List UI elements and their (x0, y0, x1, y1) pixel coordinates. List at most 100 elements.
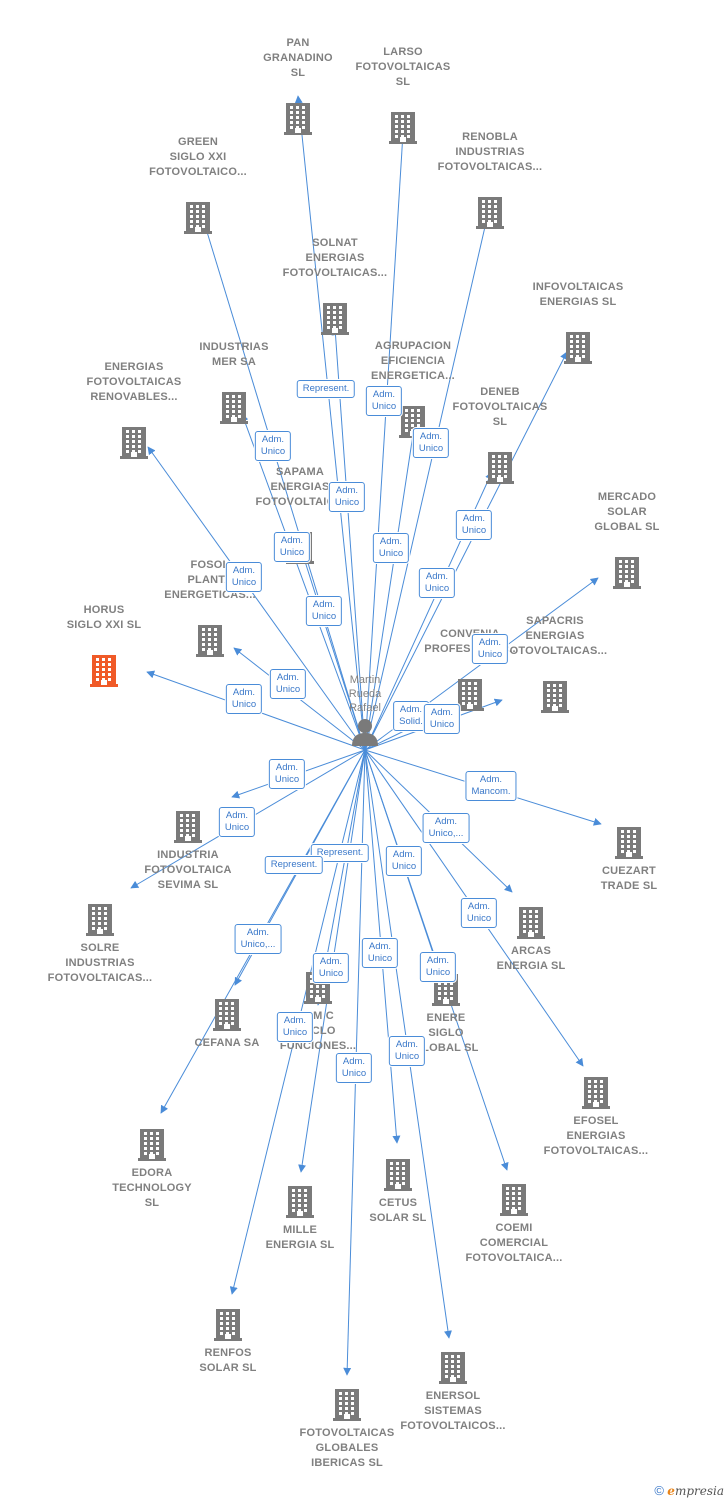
building-icon (564, 330, 592, 369)
building-icon (90, 653, 118, 692)
building-icon (439, 1350, 467, 1389)
building-icon (196, 623, 224, 662)
company-name: GREEN SIGLO XXI FOTOVOLTAICO... (149, 136, 247, 178)
relation-label[interactable]: Adm. Unico (312, 953, 350, 983)
company-node-deneb[interactable]: DENEB FOTOVOLTAICAS SL (435, 385, 565, 489)
company-node-renfos[interactable]: RENFOS SOLAR SL (163, 1305, 293, 1376)
edge-fosol (233, 647, 366, 751)
company-name: EDORA TECHNOLOGY SL (112, 1167, 192, 1209)
building-icon (220, 390, 248, 429)
company-name: SOLRE INDUSTRIAS FOTOVOLTAICAS... (47, 942, 153, 984)
company-node-energias-fv[interactable]: ENERGIAS FOTOVOLTAICAS RENOVABLES... (69, 360, 199, 464)
company-name: FOSOL PLANTA ENERGETICAS... (164, 559, 256, 601)
company-name: INDUSTRIAS MER SA (199, 341, 269, 368)
company-name: COEMI COMERCIAL FOTOVOLTAICA... (465, 1222, 563, 1264)
relation-label[interactable]: Adm. Unico (361, 938, 399, 968)
company-name: CETUS SOLAR SL (369, 1197, 427, 1224)
relation-label[interactable]: Adm. Unico (388, 1036, 426, 1066)
company-name: CONVENIA PROFESIONAL... (424, 628, 516, 655)
relation-label[interactable]: Adm. Unico (460, 898, 498, 928)
relation-label[interactable]: Adm. Unico (372, 533, 410, 563)
company-node-sapacris[interactable]: SAPACRIS ENERGIAS FOTOVOLTAICAS... (490, 614, 620, 718)
copyright-icon: © (654, 1483, 664, 1498)
company-name: SAPAMA ENERGIAS FOTOVOLTAIC... (255, 466, 345, 508)
company-node-green[interactable]: GREEN SIGLO XXI FOTOVOLTAICO... (133, 135, 263, 239)
relation-label[interactable]: Adm. Unico (276, 1012, 314, 1042)
company-node-coemi[interactable]: COEMI COMERCIAL FOTOVOLTAICA... (449, 1180, 579, 1266)
relation-label[interactable]: Adm. Unico (218, 807, 256, 837)
relation-label[interactable]: Adm. Unico (412, 428, 450, 458)
company-node-arcas[interactable]: ARCAS ENERGIA SL (466, 903, 596, 974)
relation-label[interactable]: Adm. Solid. (393, 701, 429, 731)
company-name: FOTOVOLTAICAS GLOBALES IBERICAS SL (299, 1427, 395, 1469)
building-icon (517, 905, 545, 944)
relation-label[interactable]: Adm. Unico (365, 386, 403, 416)
relation-label[interactable]: Adm. Unico (328, 482, 366, 512)
edge-infovoltaicas (364, 351, 568, 751)
relation-label[interactable]: Adm. Unico (385, 846, 423, 876)
company-name: ARCAS ENERGIA SL (496, 945, 566, 972)
company-node-cuezart[interactable]: CUEZART TRADE SL (564, 823, 694, 894)
edge-solnat (331, 327, 366, 751)
company-node-fv-globales[interactable]: FOTOVOLTAICAS GLOBALES IBERICAS SL (282, 1385, 412, 1471)
company-name: A M C CICLO FUNCIONES... (279, 1010, 357, 1052)
relation-label[interactable]: Represent. (264, 856, 324, 874)
company-name: MERCADO SOLAR GLOBAL SL (594, 491, 660, 533)
company-node-industria-fv[interactable]: INDUSTRIA FOTOVOLTAICA SEVIMA SL (123, 807, 253, 893)
building-icon (615, 825, 643, 864)
building-icon (384, 1157, 412, 1196)
relation-label[interactable]: Adm. Unico (268, 759, 306, 789)
relation-label[interactable]: Adm. Unico (471, 634, 509, 664)
building-icon (120, 425, 148, 464)
company-node-efosel[interactable]: EFOSEL ENERGIAS FOTOVOLTAICAS... (531, 1073, 661, 1159)
relation-label[interactable]: Represent. (310, 844, 370, 862)
company-node-cefana[interactable]: CEFANA SA (162, 995, 292, 1051)
company-name: SAPACRIS ENERGIAS FOTOVOLTAICAS... (502, 615, 608, 657)
relation-label[interactable]: Adm. Unico (225, 562, 263, 592)
relation-label[interactable]: Adm. Unico (225, 684, 263, 714)
relation-label[interactable]: Adm. Unico (418, 568, 456, 598)
company-node-industrias-mer[interactable]: INDUSTRIAS MER SA (169, 340, 299, 429)
company-node-mille[interactable]: MILLE ENERGIA SL (235, 1182, 365, 1253)
company-node-pan[interactable]: PAN GRANADINO SL (233, 36, 363, 140)
relation-label[interactable]: Adm. Unico (269, 669, 307, 699)
relation-label[interactable]: Adm. Unico (254, 431, 292, 461)
relation-label[interactable]: Adm. Unico (455, 510, 493, 540)
company-node-renobla[interactable]: RENOBLA INDUSTRIAS FOTOVOLTAICAS... (425, 130, 555, 234)
edge-industrias-mer (240, 413, 366, 751)
building-icon (86, 902, 114, 941)
relation-label[interactable]: Adm. Unico (335, 1053, 373, 1083)
company-name: LARSO FOTOVOLTAICAS SL (355, 46, 451, 88)
relation-label[interactable]: Represent. (296, 380, 356, 398)
edge-pan (294, 95, 366, 751)
company-node-edora[interactable]: EDORA TECHNOLOGY SL (87, 1125, 217, 1211)
relation-label[interactable]: Adm. Unico (423, 704, 461, 734)
relation-label[interactable]: Adm. Unico (305, 596, 343, 626)
company-node-horus[interactable]: HORUS SIGLO XXI SL (39, 603, 169, 692)
relation-label[interactable]: Adm. Unico,... (422, 813, 470, 843)
company-node-mercado[interactable]: MERCADO SOLAR GLOBAL SL (562, 490, 692, 594)
building-icon (333, 1387, 361, 1426)
company-node-solnat[interactable]: SOLNAT ENERGIAS FOTOVOLTAICAS... (270, 236, 400, 340)
edge-energias-fv (147, 446, 366, 751)
company-name: AGRUPACION EFICIENCIA ENERGETICA... (371, 340, 455, 382)
building-icon (184, 200, 212, 239)
building-icon (486, 450, 514, 489)
relation-label[interactable]: Adm. Unico (273, 532, 311, 562)
building-icon (389, 110, 417, 149)
company-node-infovoltaicas[interactable]: INFOVOLTAICAS ENERGIAS SL (513, 280, 643, 369)
person-icon (349, 719, 381, 751)
company-node-larso[interactable]: LARSO FOTOVOLTAICAS SL (338, 45, 468, 149)
company-node-agrupacion[interactable]: AGRUPACION EFICIENCIA ENERGETICA... (348, 339, 478, 443)
company-node-enersol[interactable]: ENERSOL SISTEMAS FOTOVOLTAICOS... (388, 1348, 518, 1434)
company-node-cetus[interactable]: CETUS SOLAR SL (333, 1155, 463, 1226)
relation-label[interactable]: Adm. Unico (419, 952, 457, 982)
relation-label[interactable]: Adm. Mancom. (465, 771, 517, 801)
company-node-fosol[interactable]: FOSOL PLANTA ENERGETICAS... (145, 558, 275, 662)
building-icon (476, 195, 504, 234)
person-node[interactable]: Martin Rueda Rafael (325, 673, 405, 752)
company-node-solre[interactable]: SOLRE INDUSTRIAS FOTOVOLTAICAS... (35, 900, 165, 986)
edge-green (202, 221, 366, 751)
relation-label[interactable]: Adm. Unico,... (234, 924, 282, 954)
